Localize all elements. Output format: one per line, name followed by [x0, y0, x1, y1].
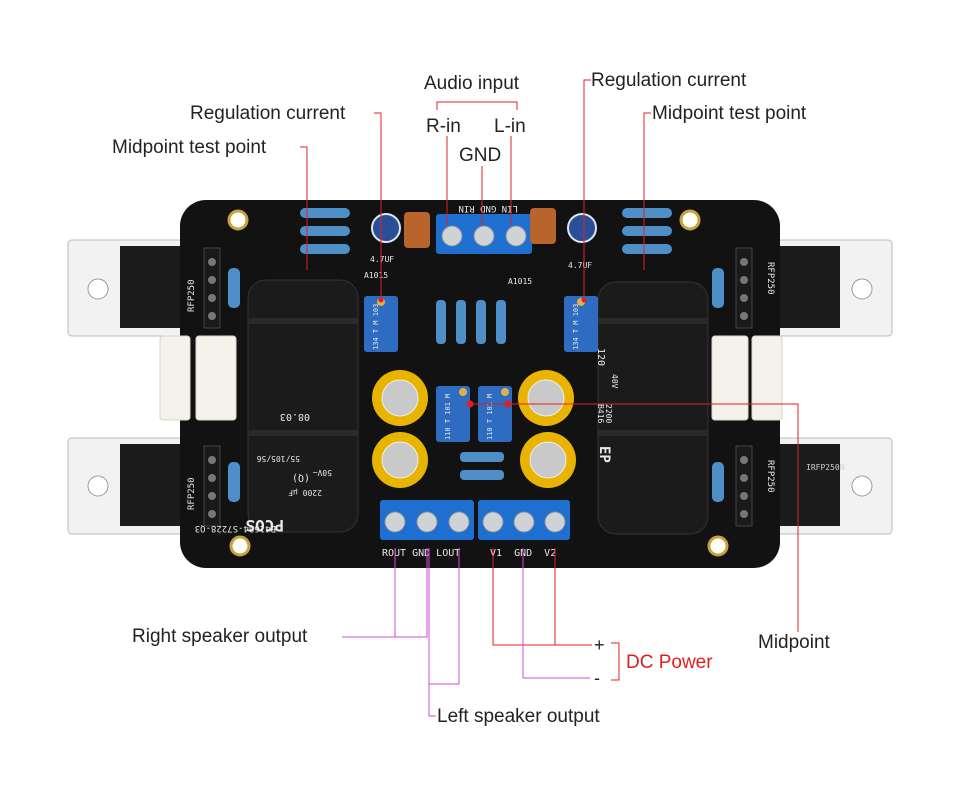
trimpot-code: 134 T M 103	[572, 304, 580, 350]
midpoint-test-point-right-label: Midpoint test point	[652, 103, 807, 124]
trimpot-right-outer	[564, 296, 598, 352]
cap-part: B416	[596, 404, 605, 423]
fet-silk-right: RFP250	[765, 262, 775, 295]
edge-resistors	[228, 208, 724, 502]
cap-brand: EP	[596, 446, 612, 463]
regulation-current-left-label: Regulation current	[190, 103, 346, 124]
regulation-current-right-label: Regulation current	[591, 70, 747, 91]
input-capacitor	[371, 213, 401, 243]
cap-code: (Q)	[292, 472, 310, 483]
trimpot-code: 110 T 101 M	[444, 394, 452, 440]
trimpot-code: 134 T M 103	[372, 304, 380, 350]
trimpot-left-inner	[436, 386, 470, 442]
transistor-label: A1015	[364, 271, 388, 280]
cap-label: 4.7UF	[568, 261, 592, 270]
film-capacitor	[404, 212, 430, 248]
dc-minus-symbol: -	[594, 668, 600, 688]
midpoint-label: Midpoint	[758, 632, 830, 653]
fet-silk-left: RFP250	[187, 477, 197, 510]
cap-date: 08.03	[280, 411, 310, 422]
dc-power-label: DC Power	[626, 652, 713, 673]
trimpot-right-inner	[478, 386, 512, 442]
film-capacitor	[530, 208, 556, 244]
regulation-right-leader	[581, 79, 591, 303]
fet-silk-right: RFP250	[765, 460, 775, 493]
dc-power-bracket	[611, 642, 620, 681]
r-in-label: R-in	[426, 116, 461, 137]
cap-voltage: 50V~	[313, 468, 332, 477]
right-speaker-output-label: Right speaker output	[132, 626, 308, 647]
input-capacitor	[567, 213, 597, 243]
l-in-label: L-in	[494, 116, 526, 137]
cap-label: 4.7UF	[370, 255, 394, 264]
center-resistors	[436, 300, 506, 480]
midpoint-test-left-leader	[300, 146, 308, 270]
mounting-hole	[227, 209, 249, 231]
mounting-hole	[679, 209, 701, 231]
output-silk: ROUT GND LOUT	[382, 548, 460, 559]
audio-input-label: Audio input	[424, 73, 520, 94]
power-terminal-block	[478, 500, 570, 540]
cap-part: B41684-S7228-Q3	[195, 523, 276, 533]
dc-plus-symbol: +	[594, 635, 605, 655]
electrolytic-caps	[372, 370, 576, 488]
transistor-label: A1015	[508, 277, 532, 286]
mounting-hole	[707, 535, 729, 557]
audio-input-leader	[436, 101, 518, 226]
regulation-left-leader	[374, 112, 384, 303]
mounting-hole	[229, 535, 251, 557]
fet-silk-left: RFP250	[187, 279, 197, 312]
power-resistors	[159, 335, 783, 421]
input-silk: LIN GND RIN	[458, 203, 518, 213]
midpoint-test-point-left-label: Midpoint test point	[112, 137, 267, 158]
cap-date: 120	[595, 348, 606, 366]
left-speaker-output-label: Left speaker output	[437, 706, 600, 727]
gnd-label: GND	[459, 145, 502, 166]
trimpot-code: 110 T 101 M	[486, 394, 494, 440]
midpoint-test-right-leader	[643, 112, 651, 270]
fet-pins	[203, 247, 753, 527]
dc-minus-leader	[522, 548, 590, 679]
mosfet-part-number: IRFP250N	[806, 463, 845, 472]
left-speaker-leader	[428, 548, 460, 717]
cap-value: 2200	[604, 404, 613, 423]
cap-voltage: 40V	[610, 374, 619, 389]
dc-plus-leader	[492, 548, 592, 646]
right-speaker-leader	[342, 548, 428, 638]
cap-brand: PCOS	[245, 516, 284, 535]
filter-capacitor-left: PCOS B41684-S7228-Q3 (Q) 2200 µF 50V~ 55…	[195, 279, 359, 535]
cap-temp: 55/105/56	[256, 454, 300, 463]
cap-value: 2200 µF	[288, 488, 322, 497]
input-terminal-block: LIN GND RIN	[436, 203, 532, 254]
trimpot-left-outer	[364, 296, 398, 352]
output-terminal-block	[380, 500, 474, 540]
filter-capacitor-right: EP B416 2200 40V 120	[595, 281, 709, 535]
midpoint-leader	[466, 400, 799, 632]
